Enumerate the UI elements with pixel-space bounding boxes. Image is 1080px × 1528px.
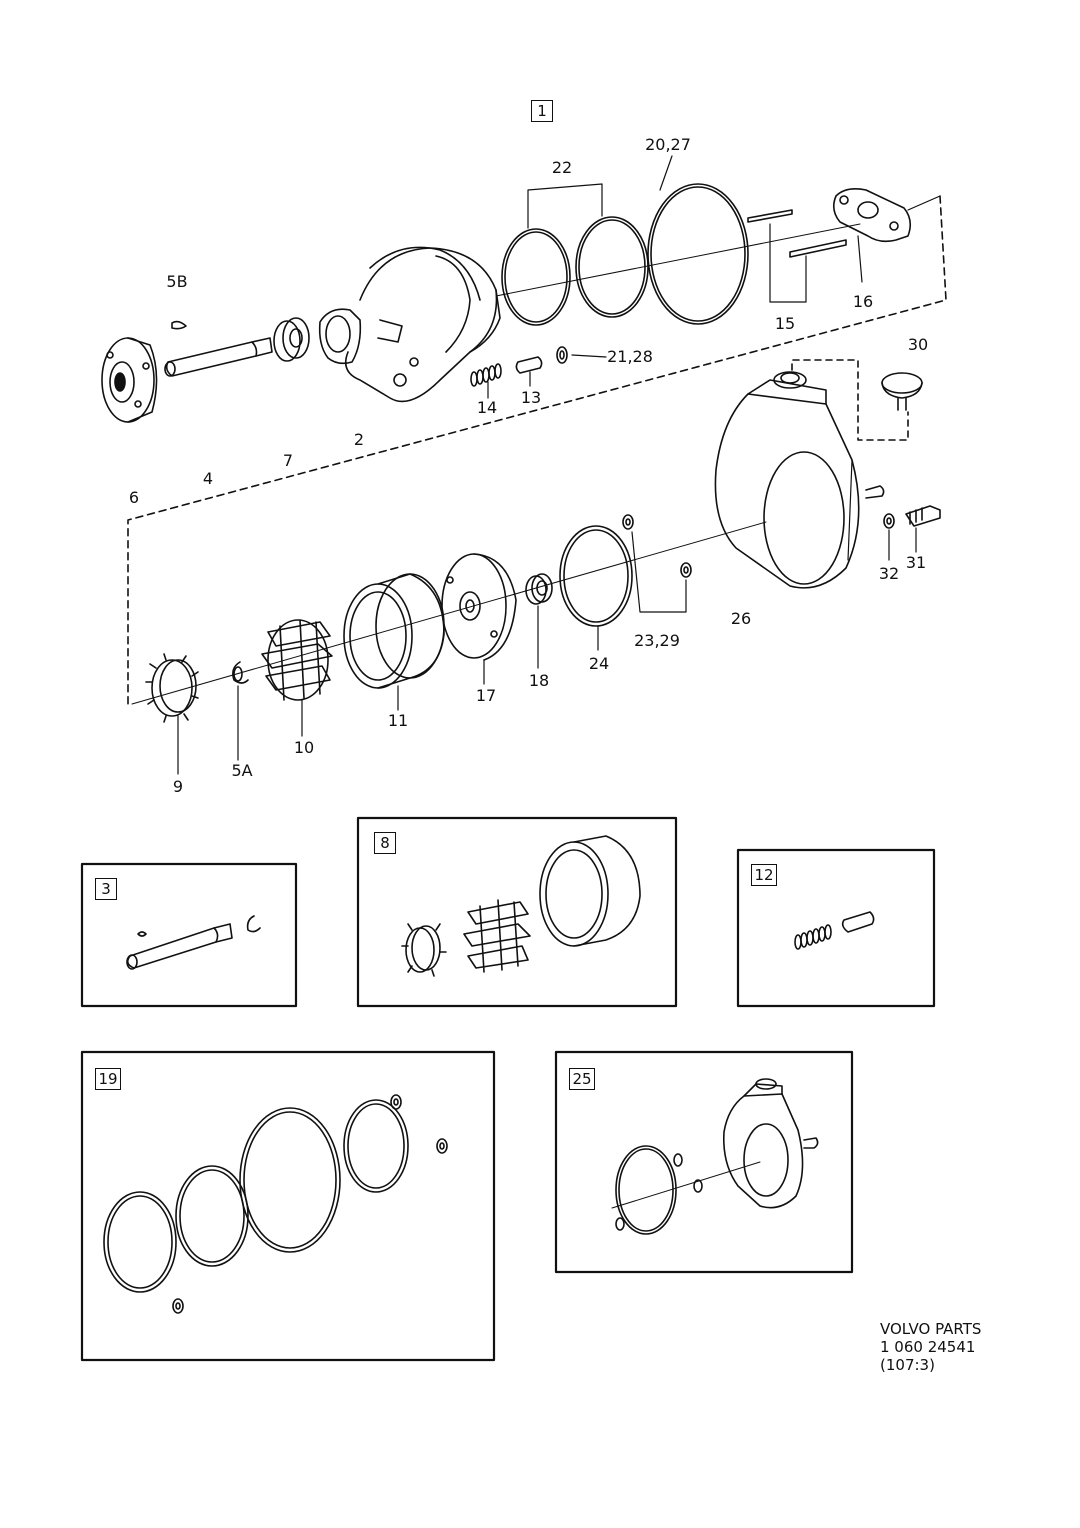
kit-12-frame xyxy=(736,848,936,1008)
dashed-connector-main xyxy=(127,195,947,705)
callout-10: 10 xyxy=(293,738,315,757)
part-31-banjo-bolt xyxy=(905,505,941,553)
part-21-28-washer xyxy=(556,346,607,364)
callout-16: 16 xyxy=(852,292,874,311)
brand-line: VOLVO PARTS xyxy=(880,1320,982,1338)
kit-3-shaft-kit xyxy=(126,915,261,970)
part-17-wear-plate xyxy=(441,553,517,685)
part-15-pins xyxy=(747,209,847,303)
kit-12-valve-kit xyxy=(794,911,875,950)
part-number-line: 1 060 24541 xyxy=(880,1338,976,1356)
callout-9: 9 xyxy=(172,777,184,796)
callout-17: 17 xyxy=(475,686,497,705)
callout-6: 6 xyxy=(128,488,140,507)
part-14-spring xyxy=(470,363,502,399)
kit-8-frame xyxy=(356,816,678,1008)
kit-3-label: 3 xyxy=(95,878,117,900)
callout-26: 26 xyxy=(730,609,752,628)
callout-7: 7 xyxy=(282,451,294,470)
part-20-27-large-o-ring xyxy=(647,155,749,325)
main-assembly-label: 1 xyxy=(531,100,553,122)
dashed-connector-cap xyxy=(791,359,909,441)
kit-8-label: 8 xyxy=(374,832,396,854)
part-2-pump-housing xyxy=(318,246,501,403)
callout-5b: 5B xyxy=(166,272,188,291)
part-18-shaft-seal xyxy=(525,573,553,669)
part-11-cam-ring xyxy=(343,573,445,711)
part-23-29-seals xyxy=(622,514,692,613)
part-5a-circlip xyxy=(232,661,249,761)
part-5b-key xyxy=(171,320,187,330)
kit-25-label: 25 xyxy=(569,1068,595,1090)
callout-13: 13 xyxy=(520,388,542,407)
callout-21-28: 21,28 xyxy=(607,347,653,366)
part-6-flange-hub xyxy=(101,337,158,423)
kit-3-frame xyxy=(80,862,298,1008)
part-22-o-rings xyxy=(501,183,649,326)
callout-32: 32 xyxy=(878,564,900,583)
part-9-drive-gear xyxy=(145,653,199,775)
kit-25-reservoir-kit xyxy=(611,1078,819,1235)
callout-24: 24 xyxy=(588,654,610,673)
kit-8-gear-kit xyxy=(401,835,641,977)
callout-5a: 5A xyxy=(231,761,253,780)
kit-19-seal-kit xyxy=(103,1094,448,1314)
callout-23-29: 23,29 xyxy=(634,631,680,650)
part-7-bearing xyxy=(273,317,310,362)
kit-25-frame xyxy=(554,1050,854,1274)
callout-4: 4 xyxy=(202,469,214,488)
kit-19-frame xyxy=(80,1050,496,1362)
callout-14: 14 xyxy=(476,398,498,417)
part-30-filler-cap xyxy=(881,372,923,411)
part-26-reservoir xyxy=(714,371,885,589)
callout-15: 15 xyxy=(774,314,796,333)
reference-block: VOLVO PARTS 1 060 24541 (107:3) xyxy=(880,1320,981,1374)
part-24-snap-ring xyxy=(559,525,633,651)
callout-22: 22 xyxy=(551,158,573,177)
callout-30: 30 xyxy=(907,335,929,354)
kit-19-label: 19 xyxy=(95,1068,121,1090)
part-10-impeller xyxy=(261,619,333,737)
part-32-washer xyxy=(883,513,895,561)
page-ref-line: (107:3) xyxy=(880,1356,935,1374)
part-13-valve-piston xyxy=(515,356,543,387)
callout-18: 18 xyxy=(528,671,550,690)
part-4-shaft xyxy=(164,337,273,377)
kit-12-label: 12 xyxy=(751,864,777,886)
part-16-cover-plate xyxy=(832,188,912,283)
callout-2: 2 xyxy=(353,430,365,449)
callout-31: 31 xyxy=(905,553,927,572)
callout-20-27: 20,27 xyxy=(645,135,691,154)
callout-11: 11 xyxy=(387,711,409,730)
